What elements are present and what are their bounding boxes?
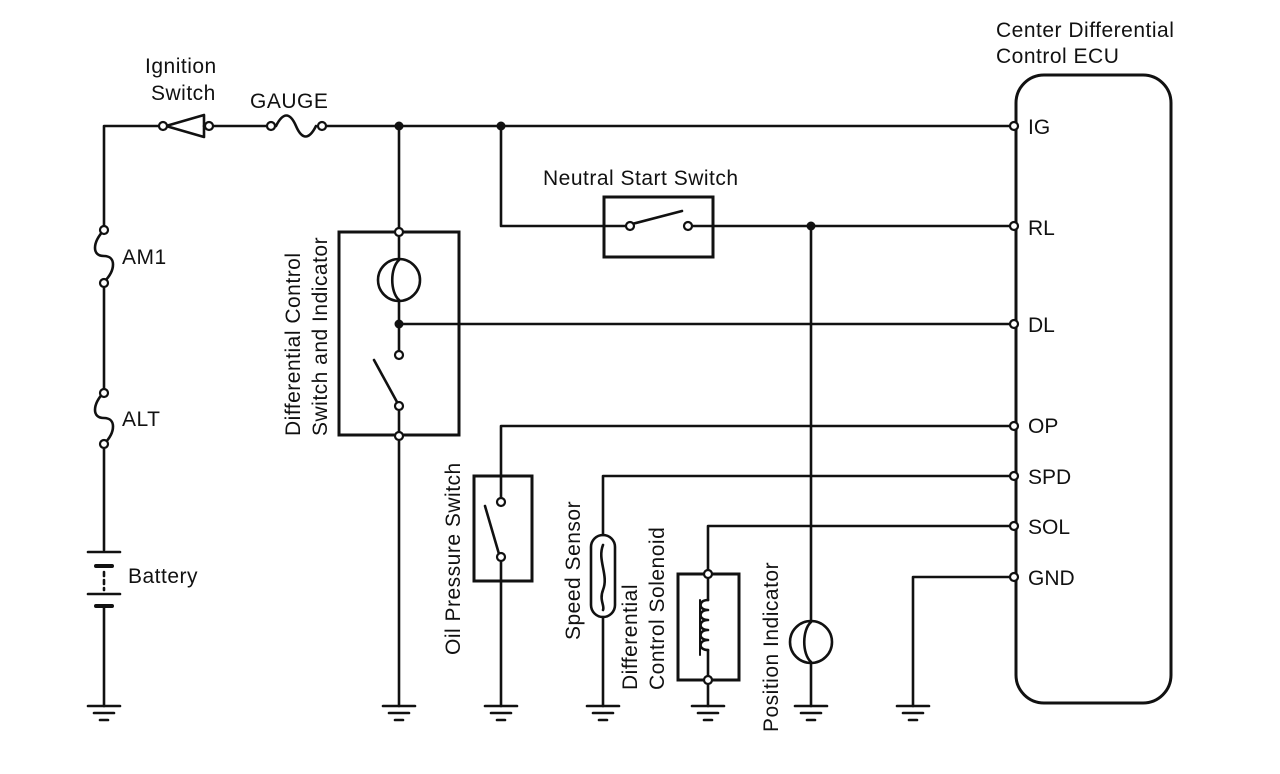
- supply-circuit: [102, 113, 1012, 232]
- diff-switch-contact-b: [393, 400, 405, 412]
- ecu-pin-rl: RL: [1028, 217, 1055, 240]
- oil-switch-contact-a: [495, 496, 507, 508]
- solenoid-terminal-bottom: [702, 674, 714, 686]
- alt-terminal-b: [98, 438, 110, 450]
- ground-symbol-ecu: [895, 704, 931, 722]
- diff-control-switch: [337, 124, 1012, 708]
- diff-switch-terminal-bottom: [393, 430, 405, 442]
- gauge-terminal-b: [316, 120, 328, 132]
- diff-control-switch-label-line2: Switch and Indicator: [309, 237, 332, 436]
- am1-terminal-a: [98, 224, 110, 236]
- diff-control-solenoid: [676, 524, 1012, 708]
- diff-solenoid-label-line2: Control Solenoid: [646, 527, 669, 690]
- ecu-terminal-sol: [1008, 520, 1020, 532]
- oil-pressure-switch: [472, 424, 1012, 708]
- alt-terminal-a: [98, 387, 110, 399]
- ecu-pin-dl: DL: [1028, 314, 1055, 337]
- am1-fuse-label: AM1: [122, 246, 167, 269]
- junction-dl: [394, 319, 404, 329]
- ground-symbol-solenoid: [690, 704, 726, 722]
- speed-sensor-label: Speed Sensor: [562, 501, 585, 640]
- ecu-terminal-spd: [1008, 470, 1020, 482]
- ecu-box: [1014, 73, 1173, 705]
- ecu-title-line1: Center Differential: [996, 19, 1174, 42]
- gauge-terminal-a: [265, 120, 277, 132]
- ecu-terminal-dl: [1008, 318, 1020, 330]
- ecu-pin-spd: SPD: [1028, 466, 1071, 489]
- ground-symbol-position-indicator: [793, 704, 829, 722]
- diff-switch-terminal-top: [393, 226, 405, 238]
- neutral-terminal-a: [624, 220, 636, 232]
- ignition-terminal-a: [157, 120, 169, 132]
- position-indicator-label: Position Indicator: [760, 562, 783, 732]
- ecu-pin-ig: IG: [1028, 116, 1050, 139]
- oil-pressure-switch-label: Oil Pressure Switch: [442, 462, 465, 655]
- gauge-fuse-label: GAUGE: [250, 90, 328, 113]
- ignition-switch-label-line1: Ignition: [145, 55, 217, 78]
- ecu-terminal-rl: [1008, 220, 1020, 232]
- neutral-start-switch-label: Neutral Start Switch: [543, 167, 739, 190]
- ecu-title-line2: Control ECU: [996, 45, 1119, 68]
- ecu-terminal-op: [1008, 420, 1020, 432]
- ecu-terminal-gnd: [1008, 571, 1020, 583]
- oil-switch-contact-b: [495, 551, 507, 563]
- ground-symbol-battery: [86, 704, 122, 722]
- neutral-start-switch: [499, 124, 1012, 259]
- battery-label: Battery: [128, 565, 198, 588]
- ignition-switch-label-line2: Switch: [151, 82, 216, 105]
- ecu-pin-sol: SOL: [1028, 516, 1070, 539]
- ecu-terminal-ig: [1008, 120, 1020, 132]
- ground-symbol-speed-sensor: [585, 704, 621, 722]
- ground-symbol-oil-switch: [483, 704, 519, 722]
- neutral-terminal-b: [682, 220, 694, 232]
- diff-solenoid-label-line1: Differential: [619, 584, 642, 690]
- ecu-pin-gnd: GND: [1028, 567, 1075, 590]
- diff-switch-contact-a: [393, 349, 405, 361]
- diff-control-switch-label-line1: Differential Control: [282, 252, 305, 436]
- ground-symbol-diff-switch: [381, 704, 417, 722]
- solenoid-terminal-top: [702, 568, 714, 580]
- ecu-ground-wire: [911, 575, 1012, 708]
- ecu-pin-op: OP: [1028, 415, 1058, 438]
- position-indicator: [788, 224, 834, 708]
- am1-terminal-b: [98, 277, 110, 289]
- battery-branch: [86, 228, 122, 708]
- ignition-terminal-b: [203, 120, 215, 132]
- alt-fuse-label: ALT: [122, 408, 160, 431]
- speed-sensor: [589, 474, 1012, 708]
